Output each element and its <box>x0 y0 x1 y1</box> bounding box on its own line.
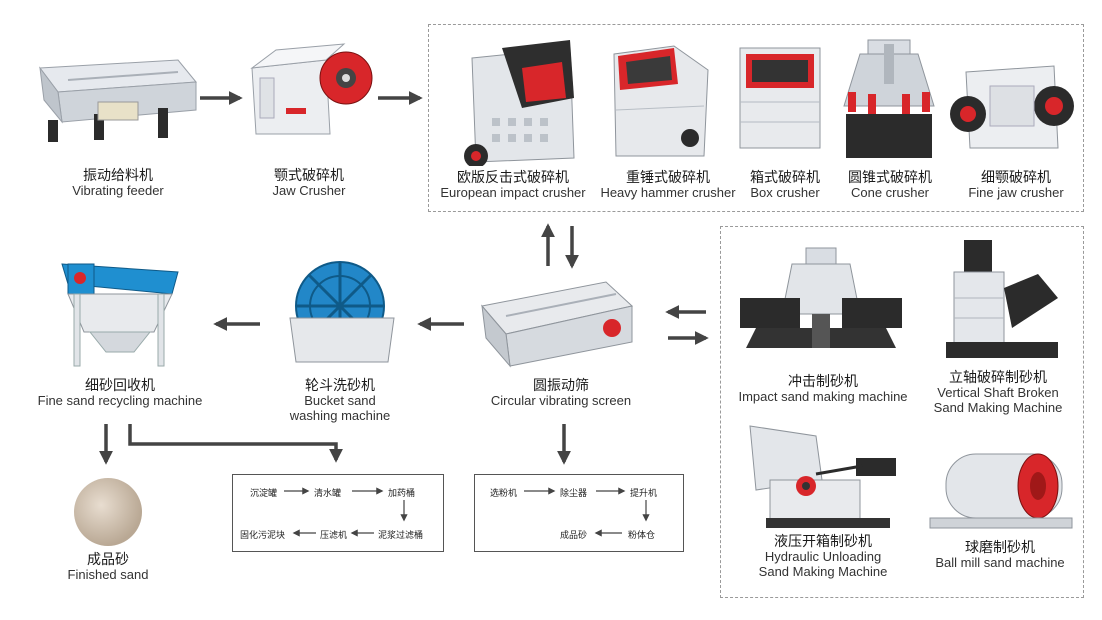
label-ball-mill: 球磨制砂机 Ball mill sand machine <box>935 540 1065 571</box>
label-impact-sand-making: 冲击制砂机 Impact sand making machine <box>738 374 908 405</box>
powder-step-4: 粉体仓 <box>628 531 656 541</box>
ball-mill-image <box>929 453 1073 529</box>
powder-step-5: 成品砂 <box>560 531 588 541</box>
sludge-step-6: 固化污泥块 <box>240 531 286 541</box>
label-fine-sand-recycling: 细砂回收机 Fine sand recycling machine <box>37 378 203 409</box>
label-heavy-hammer-crusher: 重锤式破碎机 Heavy hammer crusher <box>600 170 736 201</box>
sludge-step-4: 泥浆过滤桶 <box>378 531 424 541</box>
vertical-shaft-sand-making-image <box>946 240 1058 358</box>
arrow-recycling-to-sludge <box>128 424 343 463</box>
fine-jaw-crusher-image <box>950 65 1074 149</box>
hydraulic-sand-making-image <box>749 425 896 528</box>
label-cone-crusher: 圆锥式破碎机 Cone crusher <box>848 170 932 201</box>
sludge-step-3: 加药桶 <box>388 489 416 499</box>
european-impact-crusher-image <box>464 40 575 166</box>
heavy-hammer-crusher-image <box>613 45 709 157</box>
vibrating-feeder-image <box>39 59 197 142</box>
label-vibrating-feeder: 振动给料机 Vibrating feeder <box>72 168 164 199</box>
label-european-impact-crusher: 欧版反击式破碎机 European impact crusher <box>440 170 586 201</box>
finished-sand-image <box>74 478 142 546</box>
label-hydraulic: 液压开箱制砂机 Hydraulic Unloading Sand Making … <box>758 534 888 580</box>
circular-vibrating-screen-image <box>481 281 634 368</box>
powder-process-box <box>474 474 684 552</box>
label-bucket-sand-washing: 轮斗洗砂机 Bucket sand washing machine <box>289 378 391 424</box>
powder-step-3: 提升机 <box>630 489 658 499</box>
sludge-process-box <box>232 474 444 552</box>
jaw-crusher-image <box>250 43 373 135</box>
label-box-crusher: 箱式破碎机 Box crusher <box>750 170 820 201</box>
fine-sand-recycling-image <box>61 263 179 367</box>
bucket-sand-washing-image <box>289 261 395 363</box>
sand-making-group-box <box>720 226 1084 598</box>
impact-sand-making-image <box>740 247 902 348</box>
powder-step-1: 选粉机 <box>490 489 518 499</box>
label-fine-jaw-crusher: 细颚破碎机 Fine jaw crusher <box>968 170 1064 201</box>
label-jaw-crusher: 颚式破碎机 Jaw Crusher <box>272 168 346 199</box>
label-finished-sand: 成品砂 Finished sand <box>67 552 149 583</box>
sludge-step-1: 沉淀罐 <box>250 489 278 499</box>
sludge-step-2: 清水罐 <box>314 489 342 499</box>
box-crusher-image <box>739 47 821 149</box>
label-vertical-shaft: 立轴破碎制砂机 Vertical Shaft Broken Sand Makin… <box>933 370 1063 416</box>
crusher-group-box <box>428 24 1084 212</box>
label-circular-vibrating-screen: 圆振动筛 Circular vibrating screen <box>490 378 632 409</box>
sludge-step-5: 压滤机 <box>320 531 348 541</box>
cone-crusher-image <box>843 39 935 158</box>
powder-step-2: 除尘器 <box>560 489 588 499</box>
